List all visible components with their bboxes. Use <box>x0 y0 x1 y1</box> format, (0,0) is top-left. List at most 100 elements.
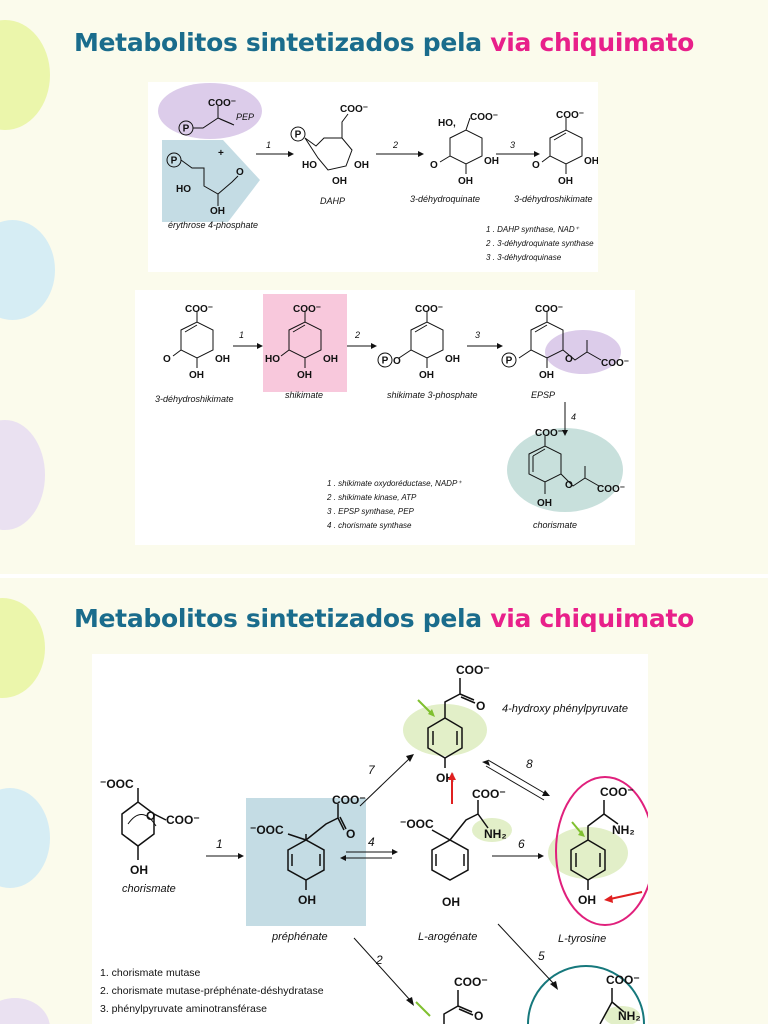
atom-oh: OH <box>537 498 552 509</box>
atom-ooc: ⁻OOC <box>400 817 434 831</box>
atom-ooc: ⁻OOC <box>100 777 134 791</box>
legend-item: 1 . DAHP synthase, NAD⁺ <box>486 225 580 234</box>
shikimate-highlight <box>263 294 347 392</box>
atom-oh: OH <box>458 176 473 187</box>
atom-coo: COO⁻ <box>600 785 634 799</box>
atom-coo: COO⁻ <box>535 428 563 439</box>
nh2-highlight <box>597 844 627 864</box>
atom-nh2: NH₂ <box>484 827 507 841</box>
atom-oh: OH <box>419 370 434 381</box>
legend-item: 3 . 3-déhydroquinase <box>486 253 562 262</box>
atom-oh: OH <box>297 370 312 381</box>
ring-highlight <box>548 827 628 879</box>
balloon-decoration <box>0 420 45 530</box>
atom-oh: OH <box>332 176 347 187</box>
legend-item: 1. chorismate mutase <box>100 967 201 979</box>
step-1: 1 <box>216 837 223 851</box>
nh2-highlight <box>472 818 512 842</box>
balloon-decoration <box>0 788 50 888</box>
green-arrow <box>578 830 585 837</box>
red-arrow <box>604 895 613 903</box>
atom-ho: HO <box>302 160 317 171</box>
title-text: Metabolitos sintetizados pela <box>73 28 491 57</box>
atom-o: O <box>476 699 485 713</box>
slide-separator <box>0 574 768 580</box>
legend-item: 2 . 3-déhydroquinate synthase <box>485 239 594 248</box>
legend-item: 4 . chorismate synthase <box>327 521 412 530</box>
atom-oh: OH <box>578 893 596 907</box>
label-epsp: EPSP <box>531 390 555 400</box>
label-chorismate: chorismate <box>533 520 577 530</box>
chorismate-highlight <box>507 428 623 512</box>
label-pep: PEP <box>236 112 254 122</box>
legend-item: 3. phénylpyruvate aminotransférase <box>100 1003 267 1015</box>
step-7: 7 <box>368 763 376 777</box>
atom-ho: HO, <box>438 118 456 129</box>
atom-o: O <box>474 1009 483 1023</box>
atom-oh: OH <box>445 354 460 365</box>
atom-nh2: NH₂ <box>612 823 635 837</box>
pathway-panel-top: P COO⁻ PEP + P O HO OH érythrose 4-phosp… <box>148 82 599 272</box>
atom-coo: COO⁻ <box>208 98 236 109</box>
pathway-panel-bottom: COO⁻ O OH OH 3-déhydroshikimate 1 COO⁻ H… <box>135 290 635 545</box>
label-tyrosine: L-tyrosine <box>558 933 606 945</box>
label-prephenate: préphénate <box>271 931 328 943</box>
atom-oh: OH <box>584 156 598 167</box>
atom-o: O <box>163 354 171 365</box>
legend-item: 3 . EPSP synthase, PEP <box>327 507 415 516</box>
tyrosine-pathway-panel: COO⁻ O OH 4-hydroxy phénylpyruvate ⁻OOC … <box>92 654 655 1024</box>
step-1: 1 <box>266 140 271 150</box>
atom-coo: COO⁻ <box>166 813 200 827</box>
atom-o: O <box>565 480 573 491</box>
atom-ho: HO <box>176 184 191 195</box>
step-2: 2 <box>354 330 360 340</box>
slide-title: Metabolitos sintetizados pela via chiqui… <box>0 28 768 57</box>
atom-o: O <box>532 160 540 171</box>
atom-coo: COO⁻ <box>456 663 490 677</box>
atom-coo: COO⁻ <box>332 793 366 807</box>
ring-highlight <box>403 704 487 756</box>
atom-oh: OH <box>539 370 554 381</box>
shikimate-pathway-part2: COO⁻ O OH OH 3-déhydroshikimate 1 COO⁻ H… <box>155 294 629 530</box>
atom-coo: COO⁻ <box>293 304 321 315</box>
atom-o: O <box>346 827 355 841</box>
atom-oh: OH <box>354 160 369 171</box>
atom-coo: COO⁻ <box>601 358 629 369</box>
step-2: 2 <box>375 953 383 967</box>
label-dhs: 3-déhydroshikimate <box>155 394 234 404</box>
atom-coo: COO⁻ <box>340 104 368 115</box>
legend-item: 1 . shikimate oxydoréductase, NADP⁺ <box>327 479 462 488</box>
slide-2: Metabolitos sintetizados pela via chiqui… <box>0 578 768 1024</box>
prephenate-highlight <box>246 798 366 926</box>
atom-ooc: ⁻OOC <box>250 823 284 837</box>
phosphate-label: P <box>183 124 190 135</box>
atom-oh: OH <box>442 895 460 909</box>
phenylalanine-circle <box>527 965 645 1024</box>
atom-nh2: NH₂ <box>618 1009 641 1023</box>
nh2-highlight <box>604 1006 640 1024</box>
label-dhs-top: 3-déhydroshikimate <box>514 194 593 204</box>
atom-ho: HO <box>265 354 280 365</box>
atom-oh: OH <box>558 176 573 187</box>
step-6: 6 <box>518 837 525 851</box>
shikimate-pathway-part1: P COO⁻ PEP + P O HO OH érythrose 4-phosp… <box>158 83 599 262</box>
step-1: 1 <box>239 330 244 340</box>
label-dhq: 3-déhydroquinate <box>410 194 480 204</box>
phosphate-label: P <box>295 130 302 141</box>
step-4: 4 <box>571 412 576 422</box>
green-arrow <box>415 1001 431 1017</box>
atom-coo: COO⁻ <box>454 975 488 989</box>
atom-o: O <box>236 167 244 178</box>
atom-o: O <box>565 354 573 365</box>
atom-oh: OH <box>298 893 316 907</box>
legend-item: 2. chorismate mutase-préphénate-déshydra… <box>100 985 324 997</box>
title-highlight: via chiquimato <box>490 28 695 57</box>
atom-o: O <box>146 809 155 823</box>
step-8: 8 <box>526 757 533 771</box>
label-s3p: shikimate 3-phosphate <box>387 390 478 400</box>
pep-moiety-highlight <box>545 330 621 374</box>
green-arrow <box>428 709 435 717</box>
atom-o: O <box>430 160 438 171</box>
label-arogenate: L-arogénate <box>418 931 477 943</box>
title-highlight: via chiquimato <box>490 604 695 633</box>
